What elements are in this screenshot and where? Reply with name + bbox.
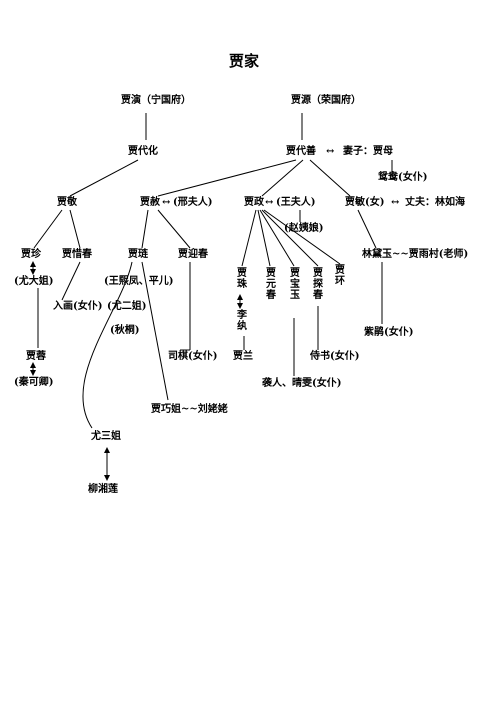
node-you-dajie: (尤大姐) (14, 276, 54, 287)
node-jia-jing: 贾敬 (57, 197, 77, 208)
line-daishan-zheng (261, 159, 304, 197)
node-jia-lian: 贾琏 (128, 249, 148, 260)
node-jia-baoyu: 贾宝玉 (290, 268, 300, 301)
node-jia-lan: 贾兰 (233, 351, 253, 362)
node-jia-tanchun: 贾探春 (313, 268, 323, 301)
node-you-erjie: (尤二姐) (107, 301, 147, 312)
line-daishan-she (157, 159, 297, 197)
line-lian-youerjie (82, 261, 133, 429)
node-qiutong: (秋桐) (110, 325, 140, 336)
line-zheng-yuanchun (257, 209, 271, 267)
node-jia-rong: 贾蓉 (26, 351, 46, 362)
node-jia-min: 贾敏(女) (345, 197, 385, 208)
node-xiren: 袭人、晴雯(女仆) (262, 378, 342, 389)
node-husband-lin: 丈夫：林如海 (405, 197, 465, 208)
node-jia-xichun: 贾惜春 (62, 249, 92, 260)
node-zijuan: 紫鹃(女仆) (364, 327, 414, 338)
node-shishu: 侍书(女仆) (310, 351, 360, 362)
node-qin-keqing: (秦可卿) (14, 377, 54, 388)
line-daihua-jing (69, 159, 139, 197)
line-xichun-ruhua (61, 261, 81, 301)
spouse-arrow-zheng: ↔ (265, 197, 274, 208)
node-lin-daiyu: 林黛玉~~贾雨村(老师) (362, 249, 469, 260)
line-jing-xichun (69, 209, 81, 249)
node-lady-wang: (王夫人) (276, 197, 316, 208)
node-concubine-zhao: (赵姨娘) (284, 223, 324, 234)
spouse-arrow-daishan: ↔ (326, 146, 335, 157)
node-jia-daihua: 贾代化 (128, 146, 158, 157)
spouse-arrow-she: ↔ (162, 197, 171, 208)
node-ruhua: 入画(女仆) (53, 301, 103, 312)
node-liu-xianglian: 柳湘莲 (88, 484, 118, 495)
node-jia-zhen: 贾珍 (21, 249, 41, 260)
node-jia-zhu: 贾珠 (237, 268, 247, 290)
node-yuanyang: 鸳鸯(女仆) (378, 172, 428, 183)
line-she-yingchun (157, 209, 191, 249)
line-min-daiyu (357, 209, 377, 249)
node-jia-yingchun: 贾迎春 (178, 249, 208, 260)
node-qiaojie: 贾巧姐~~刘姥姥 (151, 404, 228, 415)
line-jing-zhen (33, 209, 63, 249)
line-lian-qiaojie (141, 261, 169, 401)
line-zheng-zhu (241, 209, 257, 267)
node-lady-xing: (邢夫人) (173, 197, 213, 208)
spouse-arrow-min: ↔ (391, 197, 400, 208)
node-wife-jiamu: 妻子：贾母 (343, 146, 393, 157)
node-li-wan: 李纨 (237, 310, 247, 332)
node-jia-yuan: 贾源（荣国府） (291, 95, 361, 106)
line-she-lian (141, 209, 149, 249)
line-zheng-baoyu (259, 209, 295, 267)
node-wang-xifeng: (王熙凤、平儿) (104, 276, 174, 287)
node-jia-huan: 贾环 (335, 265, 345, 287)
node-jia-she: 贾赦 (140, 197, 160, 208)
node-siqi: 司棋(女仆) (168, 351, 218, 362)
node-jia-daishan: 贾代善 (286, 146, 316, 157)
node-you-sanjie: 尤三姐 (91, 431, 121, 442)
line-zheng-huan (263, 209, 341, 265)
node-jia-yuanchun: 贾元春 (266, 268, 276, 301)
node-jia-zheng: 贾政 (244, 197, 264, 208)
line-daishan-min (309, 159, 351, 197)
page-title: 贾家 (229, 52, 260, 70)
node-jia-yan: 贾演（宁国府） (121, 95, 191, 106)
line-zheng-tanchun (261, 209, 319, 267)
